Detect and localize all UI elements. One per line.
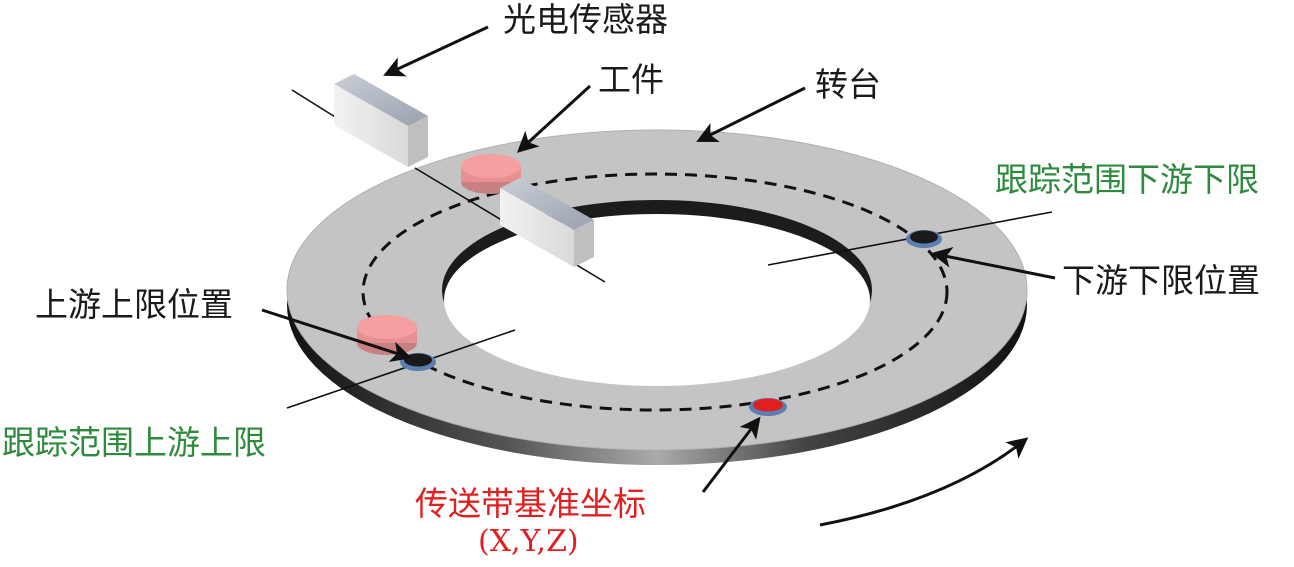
label-downstream-limit-range: 跟踪范围下游下限 <box>995 160 1259 199</box>
arrow-to-downstream-position <box>930 246 1056 280</box>
label-conveyor-reference-coords: (X,Y,Z) <box>478 524 579 559</box>
arrow-to-turntable <box>696 86 806 142</box>
arrow-to-workpiece <box>516 84 592 153</box>
label-workpiece: 工件 <box>598 60 664 99</box>
conveyor-ref-marker <box>749 398 787 416</box>
rotation-direction-arrow <box>819 437 1029 527</box>
label-upstream-limit-range: 跟踪范围上游上限 <box>2 423 266 462</box>
arrow-to-upstream-position <box>261 308 412 362</box>
label-photoelectric-sensor: 光电传感器 <box>503 0 668 39</box>
photoelectric-sensor-emitter <box>334 74 428 167</box>
tracking-path <box>361 172 949 412</box>
arrow-to-sensor <box>383 25 489 77</box>
label-turntable: 转台 <box>815 65 881 104</box>
sensor-beam-line-left <box>291 89 341 121</box>
label-downstream-limit-position: 下游下限位置 <box>1062 261 1260 300</box>
downstream-limit-marker <box>906 230 942 248</box>
arrow-to-conveyor-ref <box>701 416 761 493</box>
label-conveyor-reference: 传送带基准坐标 <box>415 484 646 523</box>
photoelectric-sensor-receiver <box>500 178 594 267</box>
upstream-limit-line <box>286 329 516 409</box>
pointer-arrows <box>261 25 1056 527</box>
label-upstream-limit-position: 上游上限位置 <box>35 285 233 324</box>
